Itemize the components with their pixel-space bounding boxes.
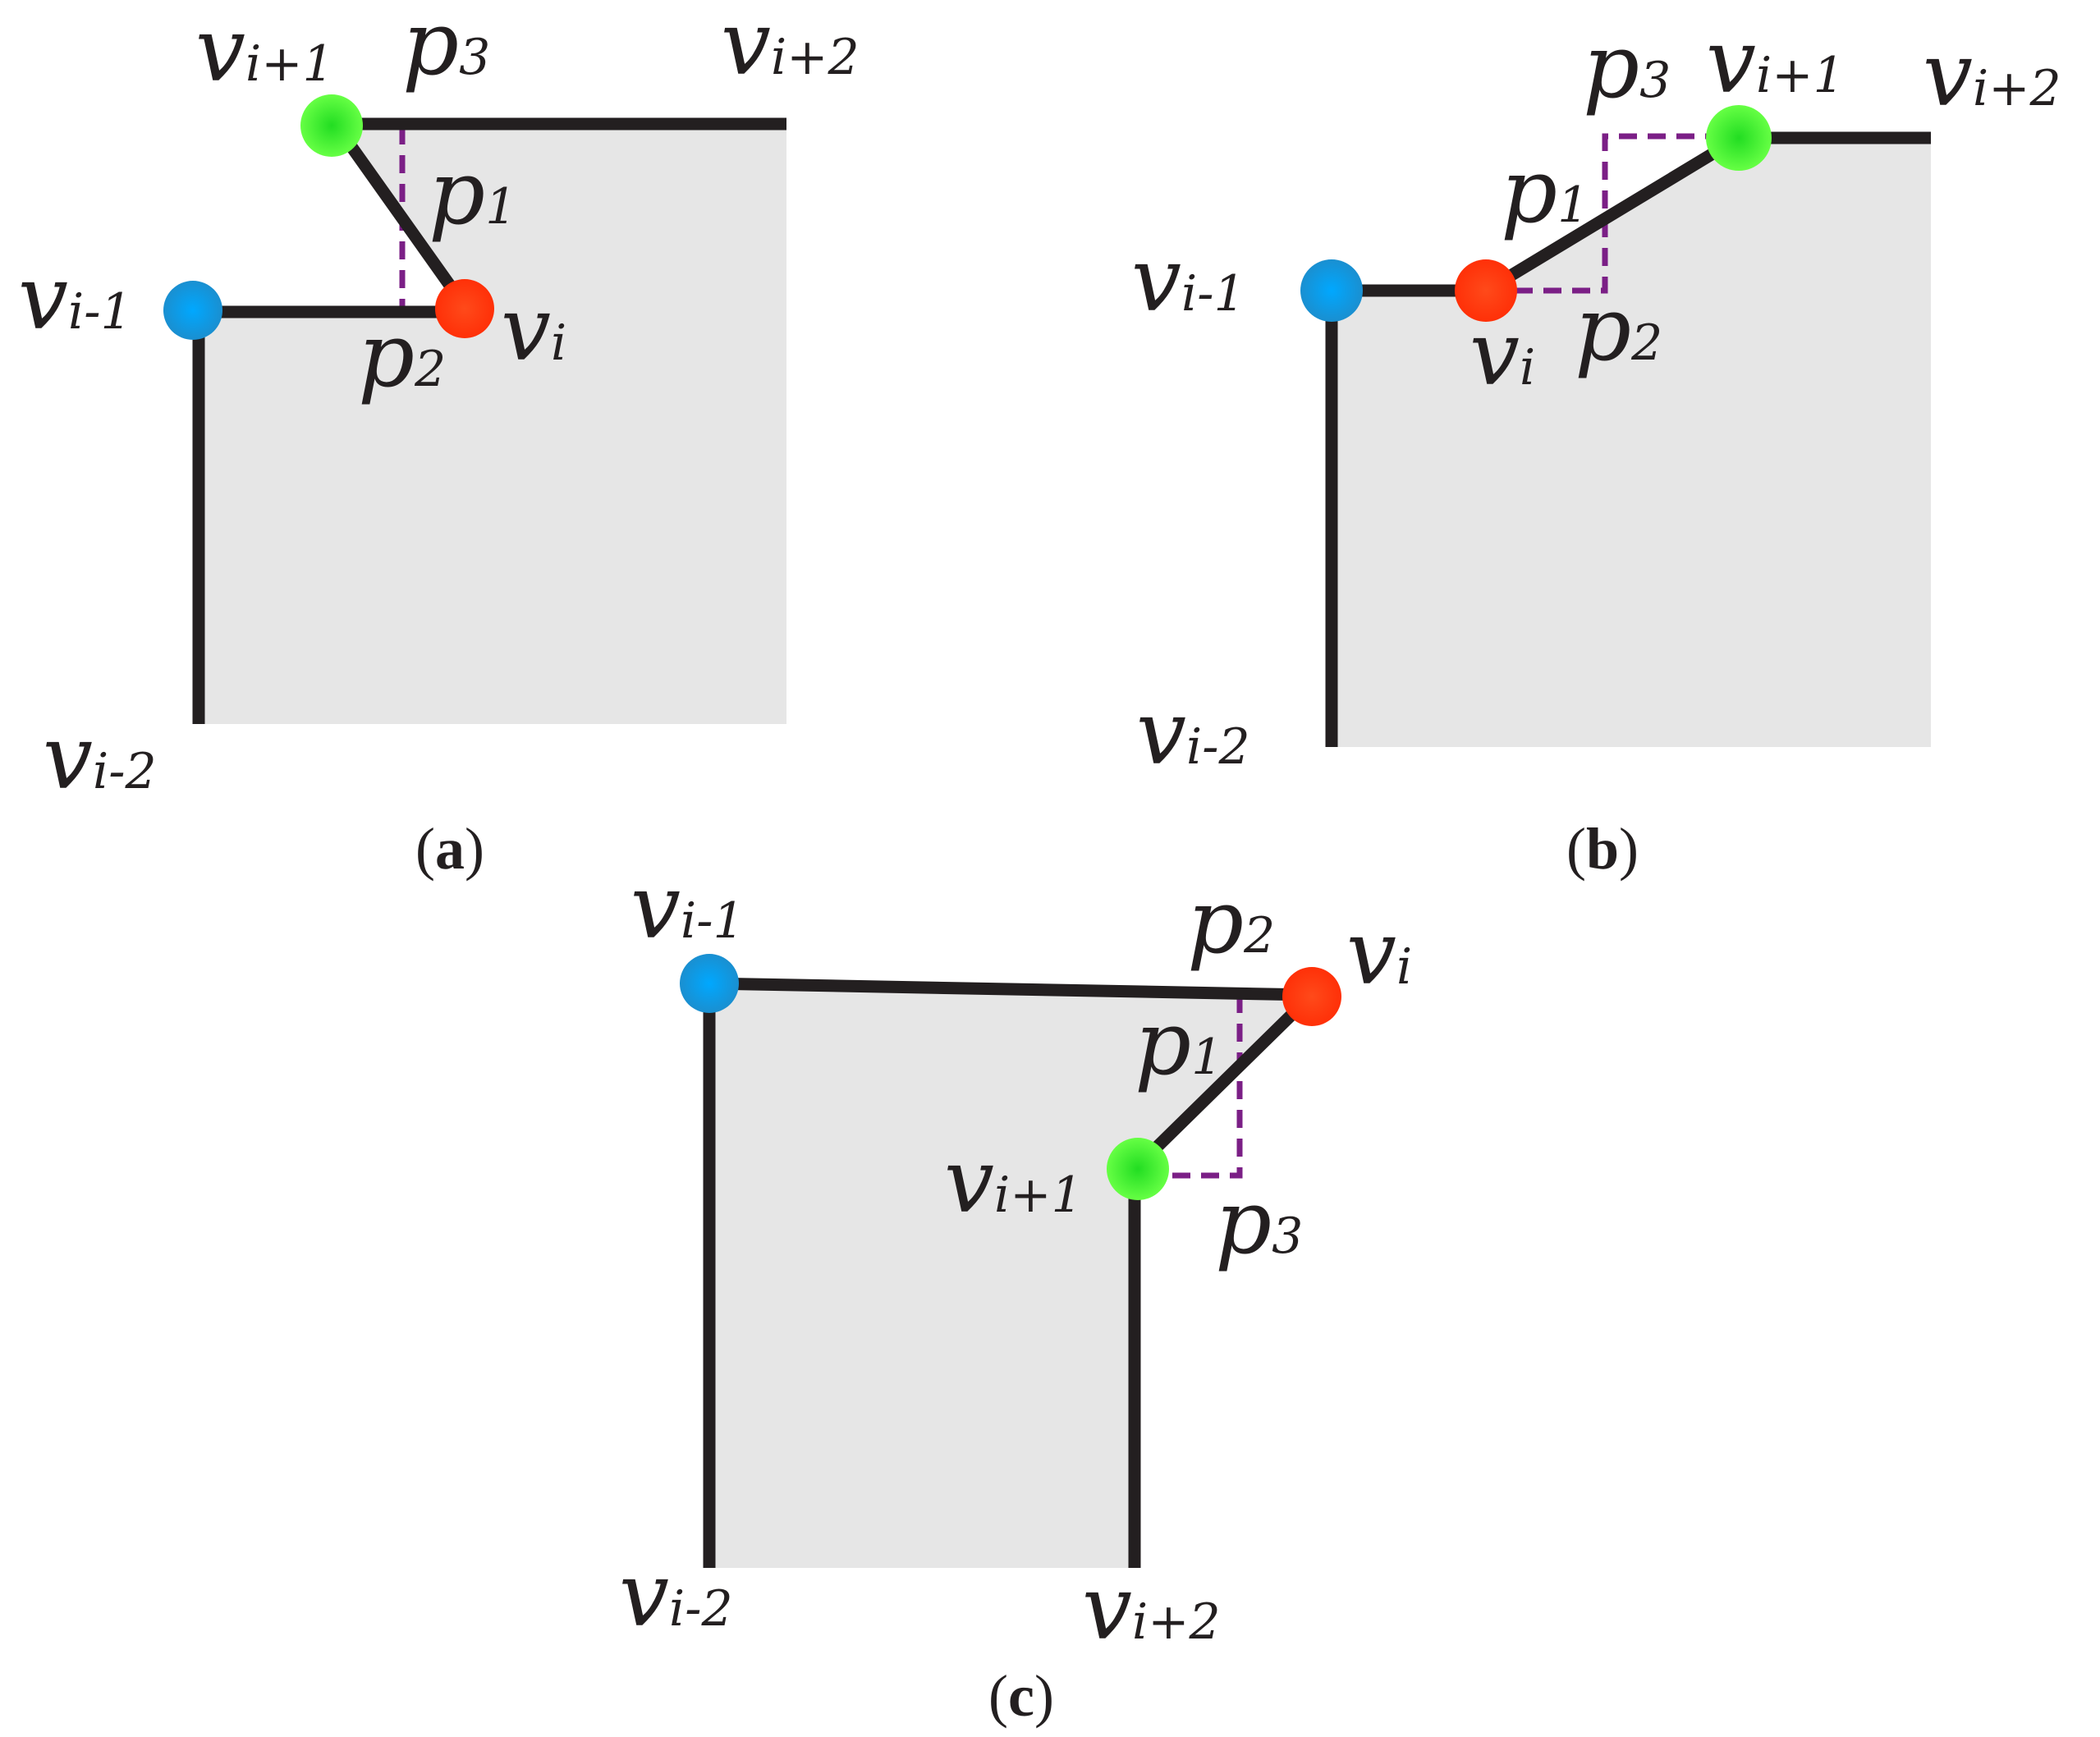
panel-b-label-v-i: vi <box>1470 303 1535 406</box>
panel-a-label-p1: p1 <box>429 142 516 245</box>
panel-a-label-v-i-plus-1: vi+1 <box>195 0 334 102</box>
panel-c-label-p2: p2 <box>1187 871 1275 974</box>
panel-a-caption: (a) <box>415 816 484 882</box>
panel-a-region <box>199 124 786 724</box>
panel-a-vertex-i-plus-1 <box>300 94 363 157</box>
panel-b-label-v-i-minus-1: vi-1 <box>1131 229 1245 332</box>
panel-b-label-p3: p3 <box>1583 16 1671 118</box>
panel-a-vertex-i <box>435 279 494 338</box>
panel-a-vertex-i-minus-1 <box>163 281 222 340</box>
panel-c-label-v-i: vi <box>1346 902 1412 1005</box>
panel-c-vertex-i <box>1282 967 1341 1026</box>
panel-b-caption: (b) <box>1566 816 1639 882</box>
panel-c-label-v-i-minus-2: vi-2 <box>619 1544 733 1647</box>
panel-c-label-v-i-plus-2: vi+2 <box>1082 1557 1221 1660</box>
panel-b-vertex-i-plus-1 <box>1706 105 1772 171</box>
panel-c-label-p1: p1 <box>1135 992 1222 1095</box>
panel-c-edge-vi-vip1 <box>1130 990 1317 1174</box>
panel-a-label-v-i: vi <box>501 278 566 381</box>
panel-a-label-p3: p3 <box>402 0 490 95</box>
panel-c-region <box>709 983 1312 1568</box>
panel-c-label-v-i-minus-1: vi-1 <box>630 856 745 959</box>
panel-b-aux-segment-p2-p3 <box>1515 133 1732 294</box>
panel-a-label-v-i-minus-1: vi-1 <box>18 247 132 350</box>
panel-c-vertex-i-minus-1 <box>680 954 739 1013</box>
panel-a-label-p2: p2 <box>358 305 446 407</box>
panel-b-label-p1: p1 <box>1501 140 1589 243</box>
panel-b: vi-2 vi-1 vi vi+1 vi+2 p1 p2 p3 (b) <box>1131 11 2061 882</box>
panel-c-aux-segment-p2-p3 <box>1158 995 1243 1179</box>
panel-c: vi-2 vi-1 vi vi+1 vi+2 p1 p2 p3 (c) <box>619 856 1412 1729</box>
panel-b-region <box>1332 138 1931 747</box>
panel-b-label-v-i-plus-1: vi+1 <box>1706 11 1845 113</box>
panel-b-edge-vi-vip1 <box>1483 132 1742 296</box>
panel-b-label-v-i-minus-2: vi-2 <box>1136 682 1250 785</box>
panel-b-label-v-i-plus-2: vi+2 <box>1923 24 2061 126</box>
panel-a: vi-2 vi-1 vi vi+1 vi+2 p1 p2 p3 (a) <box>18 0 860 882</box>
panel-a-edge-vi-vip1 <box>332 124 470 310</box>
panel-b-vertex-i-minus-1 <box>1300 259 1363 322</box>
panel-c-caption: (c) <box>988 1663 1054 1729</box>
panel-a-label-v-i-plus-2: vi+2 <box>721 0 860 95</box>
panel-b-label-p2: p2 <box>1575 278 1662 381</box>
panel-a-label-v-i-minus-2: vi-2 <box>43 707 157 809</box>
panel-c-label-p3: p3 <box>1215 1171 1303 1274</box>
panel-c-vertex-i-plus-1 <box>1107 1138 1169 1200</box>
panel-c-edge-vim1-vi <box>708 977 1313 1001</box>
panel-b-vertex-i <box>1455 259 1517 322</box>
panel-c-label-v-i-plus-1: vi+1 <box>944 1130 1083 1233</box>
